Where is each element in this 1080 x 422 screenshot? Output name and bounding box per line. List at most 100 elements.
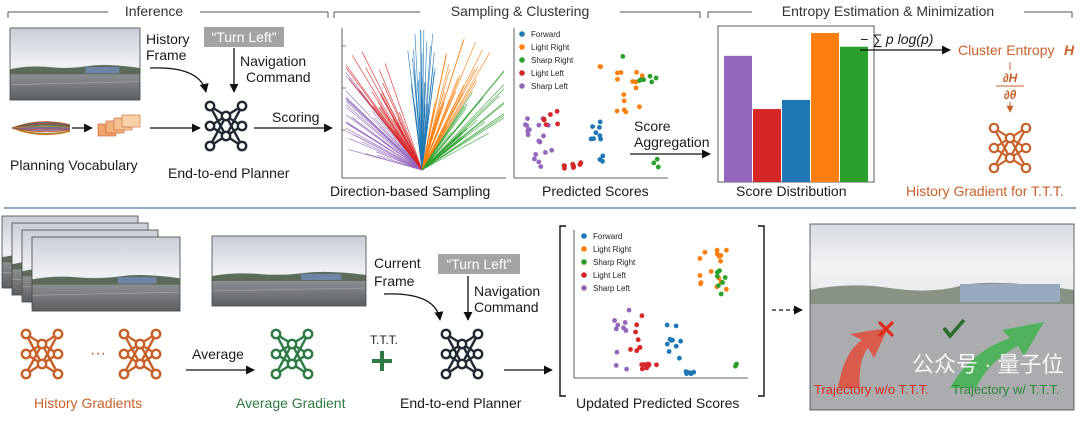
score-point — [615, 71, 620, 76]
navigation-command-label-1: Navigation — [240, 53, 306, 69]
score-point — [637, 104, 642, 109]
score-point — [638, 345, 643, 350]
score-point — [677, 356, 682, 361]
direction-sampling-label: Direction-based Sampling — [330, 183, 490, 199]
legend-label: Light Left — [593, 271, 627, 280]
score-point — [698, 273, 703, 278]
planning-vocabulary-swirl — [12, 122, 70, 135]
top-planner-label: End-to-end Planner — [168, 165, 290, 181]
history-gradient-label: History Gradient for T.T.T. — [906, 183, 1064, 199]
scoring-label: Scoring — [272, 109, 319, 125]
score-point — [715, 270, 720, 275]
legend-marker — [581, 246, 587, 252]
score-point — [719, 292, 724, 297]
score-aggregation-label-1: Score — [634, 118, 671, 134]
section-headers: Inference Sampling & Clustering Entropy … — [8, 3, 1072, 19]
score-point — [715, 248, 720, 253]
score-point — [571, 165, 576, 170]
history-gradients-label: History Gradients — [34, 395, 142, 411]
score-point — [648, 74, 653, 79]
score-point — [720, 280, 725, 285]
score-point — [651, 161, 656, 166]
score-point — [533, 152, 538, 157]
score-point — [532, 157, 537, 162]
legend-marker — [581, 233, 587, 239]
score-point — [590, 124, 595, 129]
score-point — [623, 320, 628, 325]
score-point — [543, 150, 548, 155]
score-point — [637, 78, 642, 83]
bar-forward — [782, 100, 810, 182]
score-point — [691, 370, 696, 375]
score-point — [698, 256, 703, 261]
score-point — [548, 112, 553, 117]
score-point — [674, 344, 679, 349]
bar-light-right — [811, 33, 839, 182]
legend-label: Sharp Right — [593, 258, 636, 267]
bottom-turn-left-label: “Turn Left” — [447, 256, 512, 272]
section-entropy: Entropy Estimation & Minimization — [782, 3, 994, 19]
score-point — [734, 362, 739, 367]
score-point — [544, 122, 549, 127]
legend-label: Light Left — [531, 69, 565, 78]
score-point — [549, 148, 554, 153]
score-point — [598, 133, 603, 138]
score-distribution-label: Score Distribution — [736, 183, 847, 199]
score-point — [703, 250, 708, 255]
score-point — [526, 132, 531, 137]
trajectory-without-label: Trajectory w/o T.T.T. — [814, 382, 929, 397]
bar-sharp-right — [840, 47, 868, 182]
bottom-planner-network-icon — [442, 330, 482, 378]
score-point — [594, 130, 599, 135]
ttt-label: T.T.T. — [370, 333, 398, 347]
legend-marker — [519, 57, 525, 63]
legend-label: Sharp Left — [593, 284, 631, 293]
history-frame-label-1: History — [146, 31, 190, 47]
legend-label: Light Right — [531, 43, 570, 52]
left-bracket — [560, 226, 566, 396]
average-gradient-net — [272, 330, 312, 378]
bottom-navigation-command-2: Command — [474, 299, 539, 315]
score-point — [538, 164, 543, 169]
predicted-scores-label: Predicted Scores — [542, 183, 649, 199]
gradient-numerator: ∂H — [1003, 71, 1018, 85]
score-point — [614, 327, 619, 332]
score-point — [615, 77, 620, 82]
score-point — [541, 134, 546, 139]
score-point — [524, 123, 529, 128]
score-point — [665, 323, 670, 328]
entropy-formula: − ∑ p log(p) — [860, 31, 933, 48]
score-point — [555, 122, 560, 127]
score-point — [640, 313, 645, 318]
score-point — [578, 160, 583, 165]
history-gradient-net-2 — [120, 330, 160, 378]
cluster-entropy-symbol: H — [1064, 42, 1075, 58]
score-point — [526, 127, 531, 132]
planning-vocabulary-blocks — [98, 115, 140, 136]
score-point — [623, 110, 628, 115]
arrow-current-to-planner — [384, 294, 440, 320]
score-point — [562, 166, 567, 171]
score-point — [634, 322, 639, 327]
legend-marker — [581, 272, 587, 278]
bar-sharp-left — [724, 56, 752, 182]
legend-marker — [519, 70, 525, 76]
updated-scores-label: Updated Predicted Scores — [576, 395, 739, 411]
score-point — [654, 362, 659, 367]
legend-label: Sharp Right — [531, 56, 574, 65]
section-sampling: Sampling & Clustering — [451, 3, 590, 19]
sampled-trajectory — [382, 92, 422, 170]
score-point — [649, 80, 654, 85]
score-point — [600, 154, 605, 159]
bottom-navigation-command-1: Navigation — [474, 283, 540, 299]
average-label: Average — [192, 346, 244, 362]
score-point — [636, 337, 641, 342]
score-point — [624, 328, 629, 333]
legend-marker — [581, 285, 587, 291]
plus-icon — [372, 351, 392, 371]
score-distribution-chart — [718, 26, 874, 182]
history-frame-image — [10, 28, 140, 100]
